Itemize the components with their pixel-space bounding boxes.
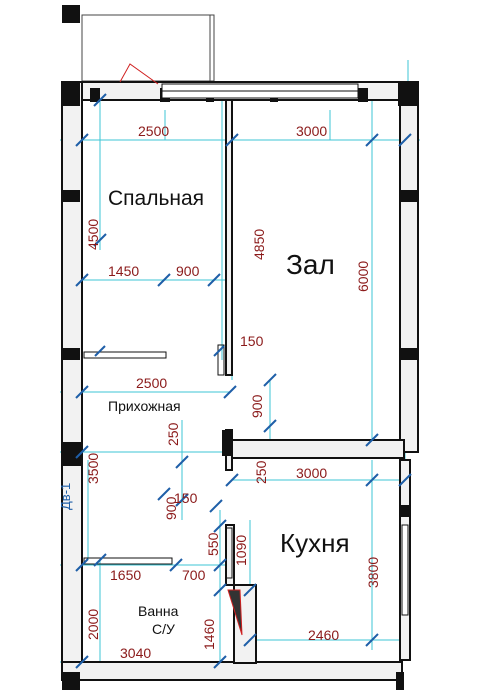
room-label-bathroom: Ванна <box>138 603 179 619</box>
door-tag: Дв-1 <box>58 483 73 510</box>
dim-kitchen-height: 3800 <box>365 557 381 588</box>
dim-closet-width: 1450 <box>108 263 139 279</box>
dim-bedroom-width: 2500 <box>138 123 169 139</box>
dim-hallway-height: 3500 <box>85 453 101 484</box>
dim-closet-door: 900 <box>176 263 200 279</box>
dim-bath-depth: 1460 <box>201 619 217 650</box>
room-label-bedroom: Спальная <box>108 187 204 210</box>
dim-kitchen-opening: 1090 <box>233 535 249 566</box>
dim-small-250-b: 250 <box>253 460 269 484</box>
dim-bath-width-b: 700 <box>182 567 206 583</box>
dim-hallway-width: 2500 <box>136 375 167 391</box>
dim-kitchen-width: 3000 <box>296 465 327 481</box>
room-label-wc: С/У <box>152 621 175 637</box>
room-label-kitchen: Кухня <box>280 528 350 558</box>
dim-small-150: 150 <box>174 490 198 506</box>
dim-hall-width: 3000 <box>296 123 327 139</box>
dim-partition-gap: 150 <box>240 333 264 349</box>
dim-hall-height-inner: 4850 <box>251 229 267 260</box>
tick-marks <box>75 93 412 669</box>
dim-bath-height: 2000 <box>85 609 101 640</box>
dim-bath-width-a: 1650 <box>110 567 141 583</box>
dim-bath-total-width: 3040 <box>120 645 151 661</box>
door-swings <box>119 63 243 636</box>
windows <box>161 83 409 616</box>
balcony <box>81 14 215 82</box>
dim-small-900: 900 <box>163 496 179 520</box>
dim-kitchen-bottom: 2460 <box>308 627 339 643</box>
dim-hallway-door: 900 <box>249 394 265 418</box>
room-label-hall: Зал <box>286 249 335 280</box>
partition-lines <box>83 344 233 579</box>
dim-small-550: 550 <box>205 532 221 556</box>
room-label-hallway: Прихожная <box>108 398 181 414</box>
dim-bedroom-height: 4500 <box>85 219 101 250</box>
dim-small-250-a: 250 <box>165 422 181 446</box>
dim-hall-height: 6000 <box>355 261 371 292</box>
